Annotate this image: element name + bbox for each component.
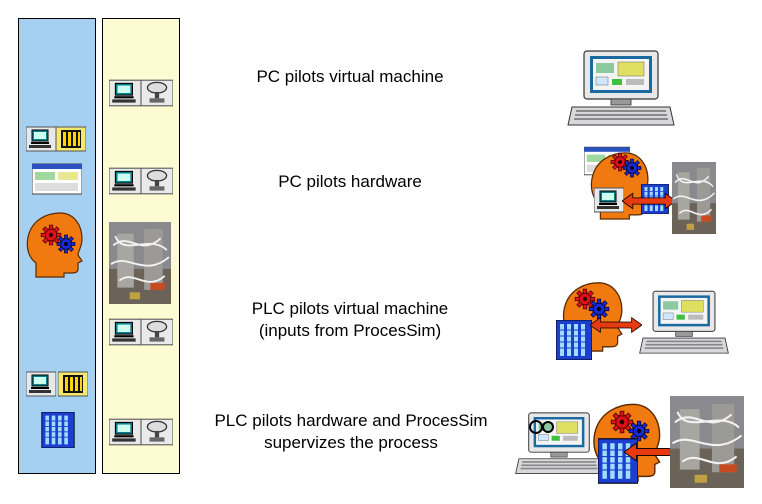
pc-machine-icon-group-3	[109, 318, 173, 346]
machine-photo	[672, 162, 716, 234]
pc-icon	[26, 370, 56, 398]
pc-plc-icon-group-bottom	[26, 370, 86, 398]
pc-icon	[26, 126, 56, 152]
plc-hardware-illustration	[514, 396, 746, 490]
machine-icon	[141, 318, 173, 346]
monitor-icon	[109, 318, 141, 346]
pc-machine-icon-group-4	[109, 418, 173, 446]
software-window-icon	[32, 163, 82, 195]
bidirectional-arrow	[622, 192, 676, 210]
pc-icon	[594, 186, 624, 214]
pc-hardware-illustration	[584, 146, 720, 236]
monitor-icon	[109, 167, 141, 195]
plc-rack-icon	[38, 412, 78, 448]
scenario-label-plc-hardware: PLC pilots hardware and ProcesSim superv…	[214, 411, 488, 452]
virtual-machine-computer	[566, 44, 676, 134]
operator-head-icon	[24, 210, 84, 282]
pc-machine-icon-group-1	[109, 79, 173, 107]
monitor-icon	[109, 418, 141, 446]
machine-photo	[670, 396, 744, 488]
blue-gear-icon	[622, 158, 642, 178]
plc-virtual-illustration	[556, 278, 726, 366]
blue-gear-icon	[56, 234, 76, 254]
scenario-label-pc-hardware: PC pilots hardware	[278, 172, 422, 191]
eyeglasses-icon	[529, 420, 554, 434]
virtual-machine-computer	[638, 282, 730, 364]
monitor-icon	[109, 79, 141, 107]
machine-icon	[141, 79, 173, 107]
plc-rack-icon	[556, 320, 592, 360]
bidirectional-arrow	[590, 316, 642, 334]
machine-icon	[141, 418, 173, 446]
machine-icon	[141, 167, 173, 195]
plc-icon	[56, 126, 86, 152]
scenario-label-pc-virtual: PC pilots virtual machine	[256, 67, 444, 86]
pc-machine-icon-group-2	[109, 167, 173, 195]
pc-plc-icon-group-top	[26, 126, 86, 152]
plc-icon	[58, 370, 88, 398]
machine-photo	[109, 222, 171, 304]
scenario-label-plc-virtual: PLC pilots virtual machine (inputs from …	[251, 299, 449, 340]
